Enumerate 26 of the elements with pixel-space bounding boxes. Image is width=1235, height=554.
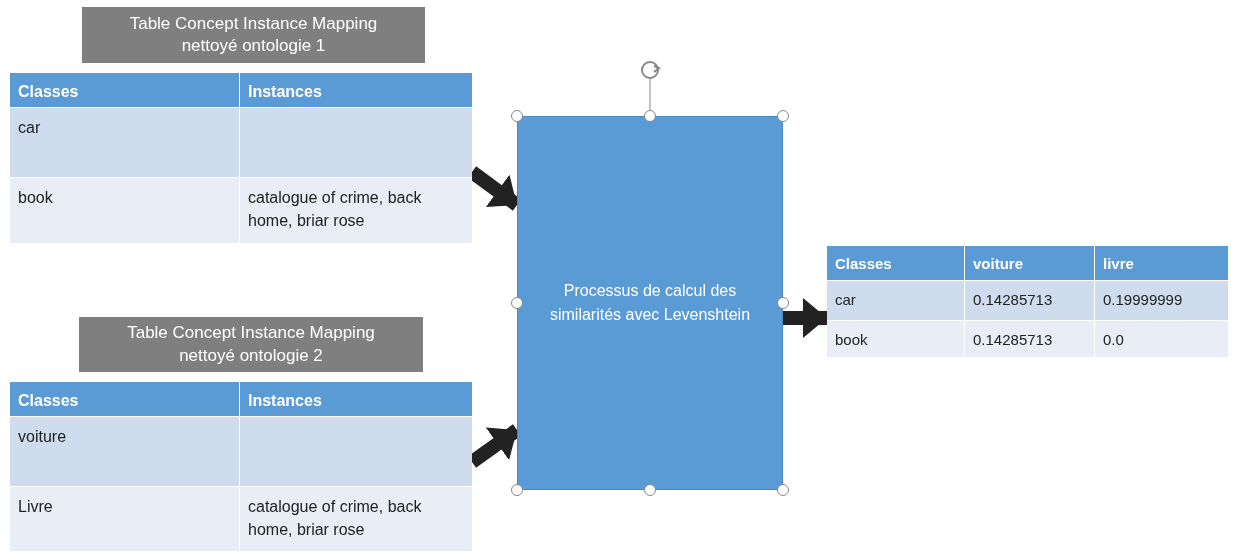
- table-cell: 0.0: [1095, 321, 1228, 358]
- header-cell: Classes: [10, 382, 240, 417]
- table-cell: catalogue of crime, back home, briar rose: [240, 487, 472, 552]
- data-table: [10, 73, 472, 244]
- data-table: [827, 246, 1228, 358]
- table-cell: 0.19999999: [1095, 281, 1228, 321]
- table-cell: book: [827, 321, 965, 358]
- process-box: Processus de calcul des similarités avec Levenshtein: [517, 116, 783, 490]
- header-cell: Instances: [240, 382, 472, 417]
- data-table: [10, 382, 472, 552]
- header-cell: Classes: [827, 246, 965, 281]
- title-banner: Table Concept Instance Mapping nettoyé ontologie 1: [82, 7, 425, 63]
- header-cell: voiture: [965, 246, 1095, 281]
- table-cell: voiture: [10, 417, 240, 487]
- header-cell: livre: [1095, 246, 1228, 281]
- table-cell: catalogue of crime, back home, briar rose: [240, 178, 472, 244]
- header-cell: Instances: [240, 73, 472, 108]
- table-cell: book: [10, 178, 240, 244]
- table-cell: car: [827, 281, 965, 321]
- table-cell: Livre: [10, 487, 240, 552]
- header-cell: Classes: [10, 73, 240, 108]
- table-cell: 0.14285713: [965, 281, 1095, 321]
- table-cell: car: [10, 108, 240, 178]
- table-cell: 0.14285713: [965, 321, 1095, 358]
- block-arrow: [783, 298, 827, 338]
- title-banner: Table Concept Instance Mapping nettoyé ontologie 2: [79, 317, 423, 372]
